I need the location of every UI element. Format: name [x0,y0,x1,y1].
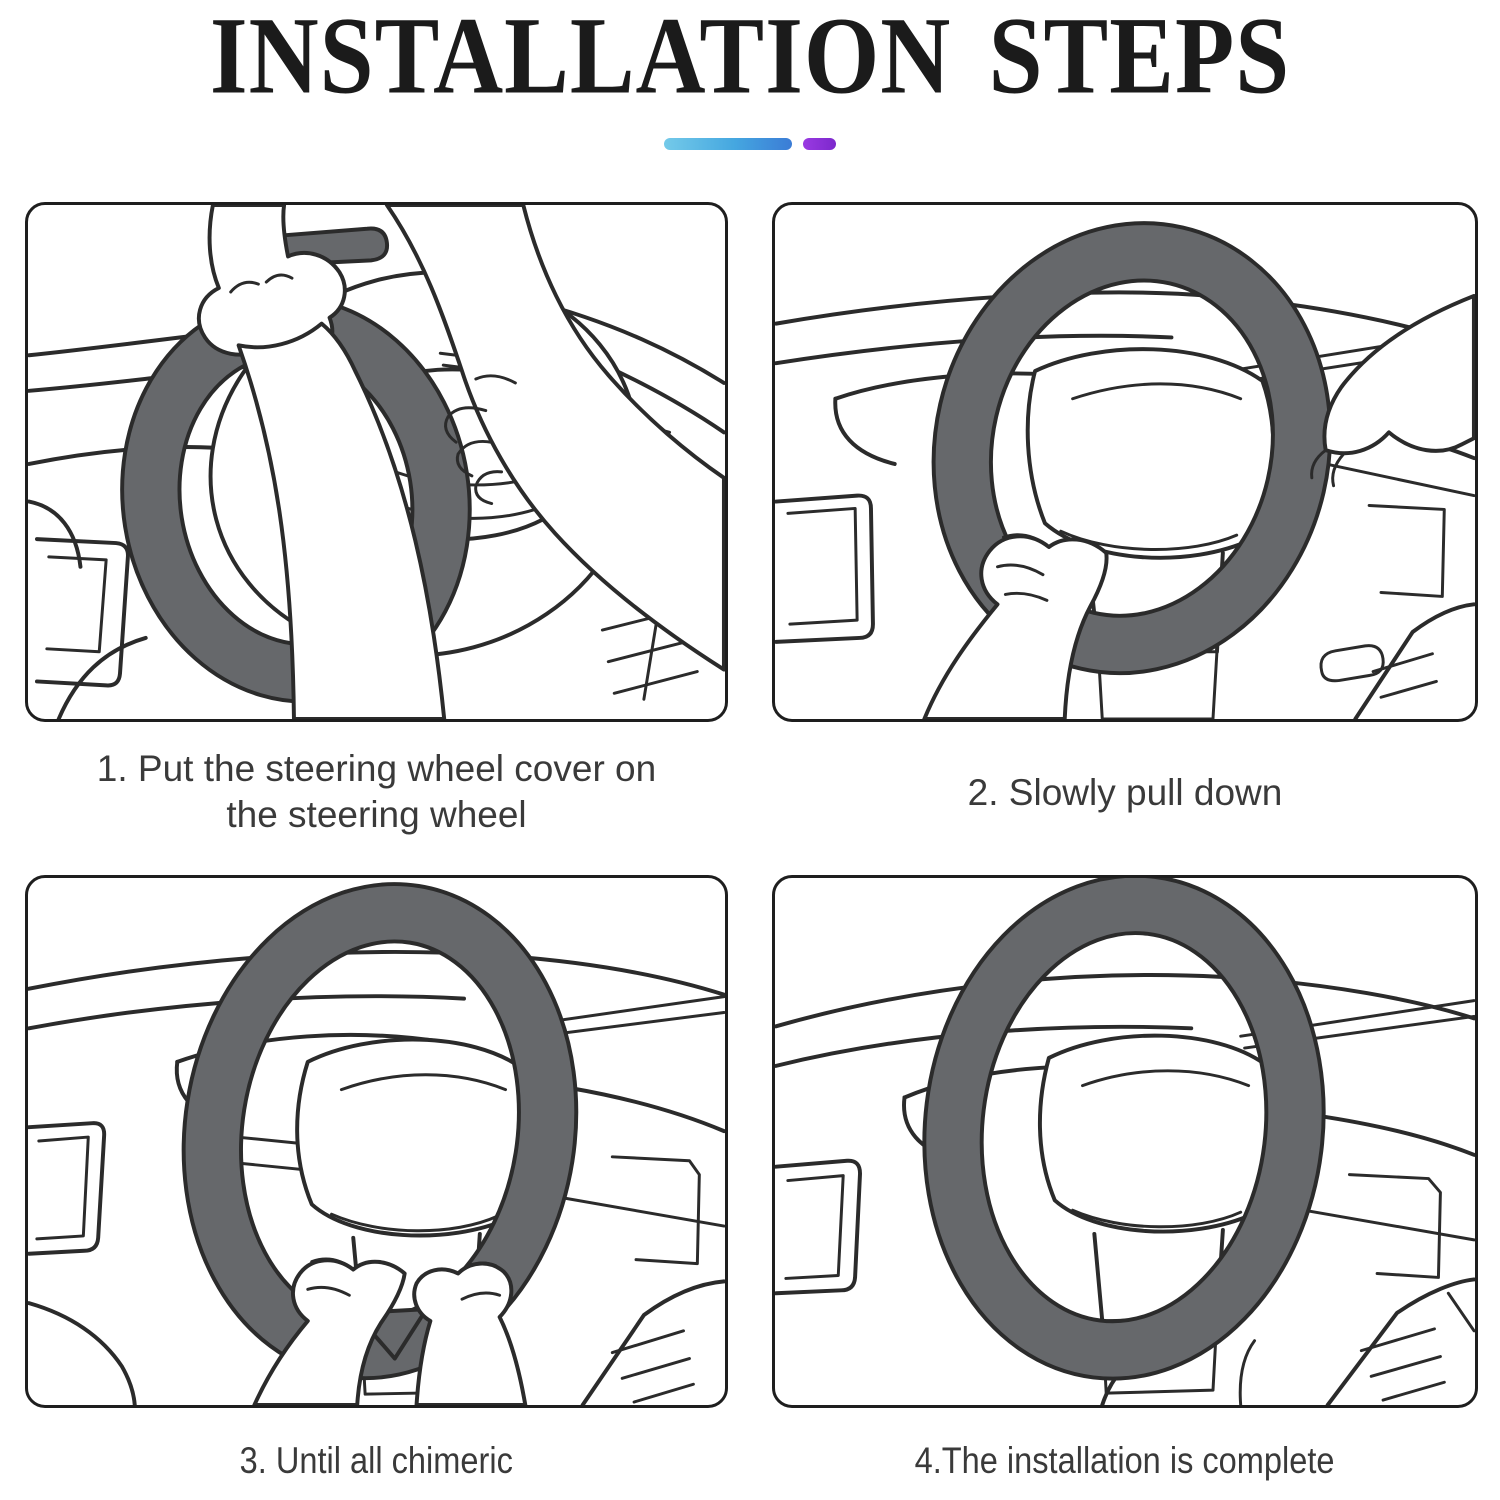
steering-wheel-cover [922,878,1326,1381]
step-2-caption: 2. Slowly pull down [967,772,1283,813]
page-title: INSTALLATION STEPS [209,0,1291,117]
step-4-panel [772,875,1478,1408]
step-3-illustration [28,882,725,1405]
step-3-panel [25,875,728,1408]
dashboard-lines [28,297,725,719]
step-2-panel [772,202,1478,722]
step-1-caption: 1. Put the steering wheel cover on the s… [96,748,657,835]
hands [196,205,725,719]
step-1-illustration [28,205,725,719]
step-4-illustration [775,878,1475,1405]
divider-gradient-bar [664,138,792,150]
title-divider [0,138,1500,150]
step-2-illustration [775,221,1475,719]
step-3-caption: 3. Until all chimeric [239,1440,514,1481]
hands [922,293,1475,719]
step-1-panel [25,202,728,722]
steering-wheel-hub [1037,1033,1276,1395]
steering-wheel-cover [931,221,1333,676]
hands [252,1257,528,1405]
divider-purple-dot [803,138,836,150]
step-4-caption: 4.The installation is complete [915,1440,1335,1481]
